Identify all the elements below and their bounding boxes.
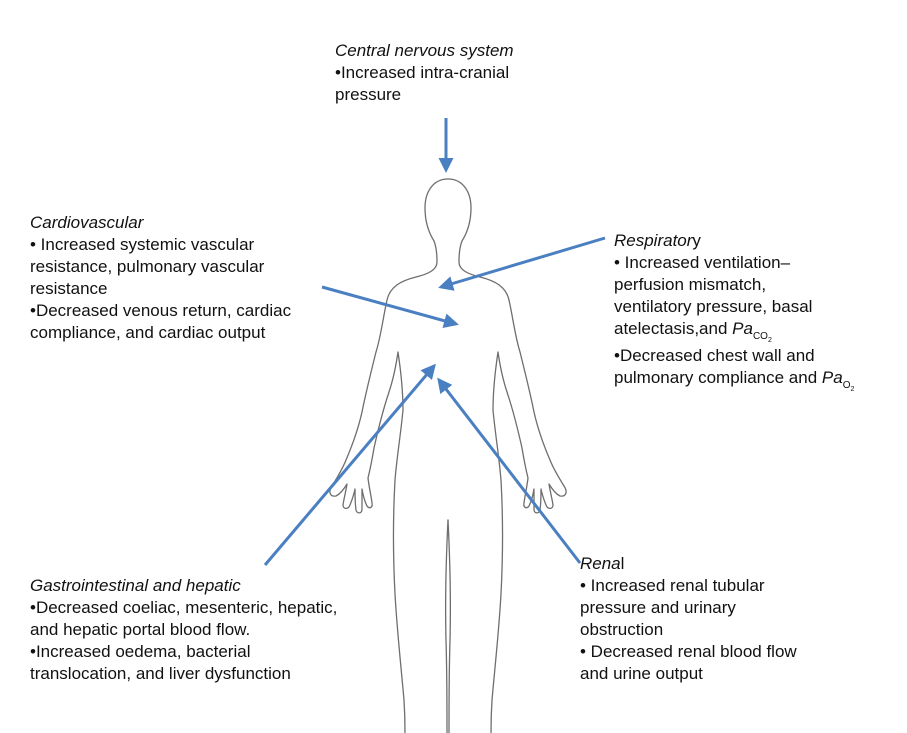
cardio-line-1: • Increased systemic vascular: [30, 235, 255, 254]
arrow-renal: [437, 377, 582, 564]
gi-title: Gastrointestinal and hepatic: [30, 576, 241, 595]
arrow-cardiovascular: [321, 285, 459, 329]
cns-line-2: pressure: [335, 85, 402, 104]
resp-line-6: pulmonary compliance and PaO2: [614, 367, 855, 393]
gi-line-3: •Increased oedema, bacterial: [30, 642, 251, 661]
resp-line-4: atelectasis,and PaCO2: [614, 318, 854, 344]
cns-block: Central nervous system •Increased intra-…: [335, 40, 514, 106]
resp-title-rest: y: [692, 231, 701, 250]
renal-block: Renal • Increased renal tubular pressure…: [580, 553, 797, 685]
cardio-block: Cardiovascular • Increased systemic vasc…: [30, 212, 291, 344]
resp-line-6-text: pulmonary compliance and: [614, 368, 822, 387]
gi-block: Gastrointestinal and hepatic •Decreased …: [30, 575, 337, 685]
cardio-line-3: resistance: [30, 279, 108, 298]
resp-paco2-sub: CO: [752, 331, 768, 342]
resp-line-5: •Decreased chest wall and: [614, 346, 815, 365]
gi-line-1: •Decreased coeliac, mesenteric, hepatic,: [30, 598, 338, 617]
resp-pao2-sub: O: [842, 380, 851, 391]
renal-line-5: and urine output: [580, 664, 703, 683]
renal-line-1: • Increased renal tubular: [580, 576, 765, 595]
resp-line-1: • Increased ventilation–: [614, 253, 791, 272]
cardio-line-2: resistance, pulmonary vascular: [30, 257, 265, 276]
resp-paco2-subsub: 2: [767, 337, 772, 344]
resp-line-3: ventilatory pressure, basal: [614, 297, 813, 316]
cardio-line-4: •Decreased venous return, cardiac: [30, 301, 292, 320]
resp-title-italic: Respirator: [614, 231, 693, 250]
cardio-title: Cardiovascular: [30, 213, 144, 232]
gi-line-4: translocation, and liver dysfunction: [30, 664, 291, 683]
cns-line-1: •Increased intra-cranial: [335, 63, 510, 82]
renal-title-rest: l: [620, 554, 625, 573]
human-body-outline: [329, 178, 567, 733]
cardio-line-5: compliance, and cardiac output: [30, 323, 266, 342]
cns-title: Central nervous system: [335, 41, 514, 60]
resp-line-2: perfusion mismatch,: [614, 275, 767, 294]
resp-line-4-text: atelectasis,and: [614, 319, 733, 338]
resp-block: Respiratory • Increased ventilation– per…: [614, 230, 855, 393]
resp-title: Respiratory: [614, 230, 854, 252]
renal-title: Renal: [580, 553, 797, 575]
renal-line-2: pressure and urinary: [580, 598, 736, 617]
renal-line-4: • Decreased renal blood flow: [580, 642, 797, 661]
arrow-gastrointestinal: [263, 363, 436, 566]
renal-title-italic: Rena: [580, 554, 621, 573]
resp-pao2-subsub: 2: [850, 386, 855, 393]
resp-pao2-symbol: Pa: [821, 368, 843, 387]
arrow-respiratory: [438, 236, 606, 291]
renal-line-3: obstruction: [580, 620, 664, 639]
resp-paco2-symbol: Pa: [732, 319, 753, 338]
gi-line-2: and hepatic portal blood flow.: [30, 620, 251, 639]
